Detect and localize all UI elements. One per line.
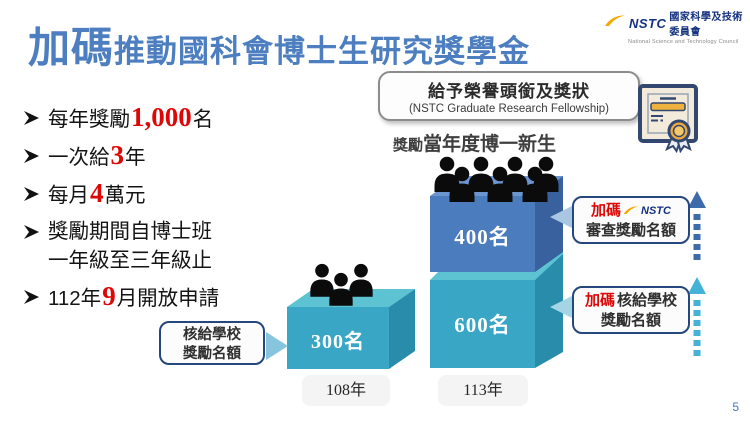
title-emphasis: 加碼 xyxy=(28,24,115,71)
page-number: 5 xyxy=(732,400,739,414)
bullet-text: 每年獎勵 xyxy=(48,108,130,131)
bar-value-300: 300名 xyxy=(311,331,365,353)
bullet-item: 一次給3年 xyxy=(24,142,274,171)
bullet-list: 每年獎勵1,000名 一次給3年 每月4萬元 獎勵期間自博士班一年級至三年級止 … xyxy=(24,104,274,321)
chart-title: 獎勵當年度博一新生 xyxy=(393,129,556,156)
callout-arrow-left-school-icon xyxy=(550,296,572,318)
bar-value-600: 600名 xyxy=(454,313,511,337)
bullet-item: 獎勵期間自博士班一年級至三年級止 xyxy=(24,218,274,274)
bullet-item: 112年9月開放申請 xyxy=(24,283,274,312)
nstc-abbr: NSTC xyxy=(641,205,671,217)
nstc-abbr: NSTC xyxy=(629,15,667,31)
bullet-item: 每年獎勵1,000名 xyxy=(24,104,274,133)
bullet-text: 112年 xyxy=(48,287,102,310)
callout-school-boost: 加碼 核給學校 獎勵名額 xyxy=(572,286,690,334)
chart-title-prefix: 獎勵 xyxy=(393,137,424,154)
callout-text: 核給學校 xyxy=(617,292,678,309)
arrow-bullet-icon xyxy=(24,111,39,133)
bar-value-400: 400名 xyxy=(454,225,511,249)
category-label-113: 113年 xyxy=(438,375,528,406)
bullet-text: 一次給 xyxy=(48,146,110,169)
boost-emphasis: 加碼 xyxy=(584,292,615,309)
callout-school-left: 核給學校 獎勵名額 xyxy=(159,321,265,365)
arrow-bullet-icon xyxy=(24,290,39,312)
nstc-logo: NSTC 國家科學及技術委員會 National Science and Tec… xyxy=(604,8,746,45)
honor-box-subtitle: (NSTC Graduate Research Fellowship) xyxy=(408,103,610,115)
callout-nstc-boost: 加碼 NSTC 審查獎勵名額 xyxy=(572,196,690,244)
category-label-108: 108年 xyxy=(302,375,390,406)
chart-title-main: 當年度博一新生 xyxy=(423,134,557,155)
boost-emphasis: 加碼 xyxy=(591,202,622,219)
callout-arrow-left-nstc-icon xyxy=(550,206,572,228)
nstc-name-en: National Science and Technology Council xyxy=(628,39,739,45)
bullet-number: 9 xyxy=(102,281,116,311)
arrow-bullet-icon xyxy=(24,225,39,274)
arrow-bullet-icon xyxy=(24,187,39,209)
callout-text: 核給學校 xyxy=(183,327,241,343)
honor-box-title: 給予榮譽頭銜及獎狀 xyxy=(428,82,590,101)
bullet-number: 1,000 xyxy=(131,102,192,132)
people-icons-113 xyxy=(434,156,559,202)
bullet-text: 每月 xyxy=(48,184,89,207)
nstc-name-zh: 國家科學及技術委員會 xyxy=(669,12,743,38)
dashed-up-arrow-light-icon xyxy=(688,277,706,356)
callout-arrow-right-icon xyxy=(266,332,288,360)
title-rest: 推動國科會博士生研究獎學金 xyxy=(114,34,531,69)
bullet-text: 年 xyxy=(125,146,146,169)
certificate-icon xyxy=(637,83,699,158)
callout-text: 獎勵名額 xyxy=(183,346,241,362)
nstc-swoosh-icon xyxy=(604,14,626,32)
page-title: 加碼推動國科會博士生研究獎學金 xyxy=(28,14,530,75)
bullet-item: 每月4萬元 xyxy=(24,180,274,209)
nstc-swoosh-icon xyxy=(623,201,639,221)
arrow-bullet-icon xyxy=(24,149,39,171)
callout-text: 審查獎勵名額 xyxy=(585,222,676,239)
bullet-text: 名 xyxy=(192,108,214,131)
dashed-up-arrow-dark-icon xyxy=(688,191,706,260)
bullet-number: 3 xyxy=(110,140,125,170)
bullet-text: 月開放申請 xyxy=(116,287,220,310)
bullet-text: 萬元 xyxy=(104,184,146,207)
bullet-number: 4 xyxy=(90,178,104,208)
bullet-text: 獎勵期間自博士班一年級至三年級止 xyxy=(48,220,212,272)
callout-text: 獎勵名額 xyxy=(600,312,661,329)
